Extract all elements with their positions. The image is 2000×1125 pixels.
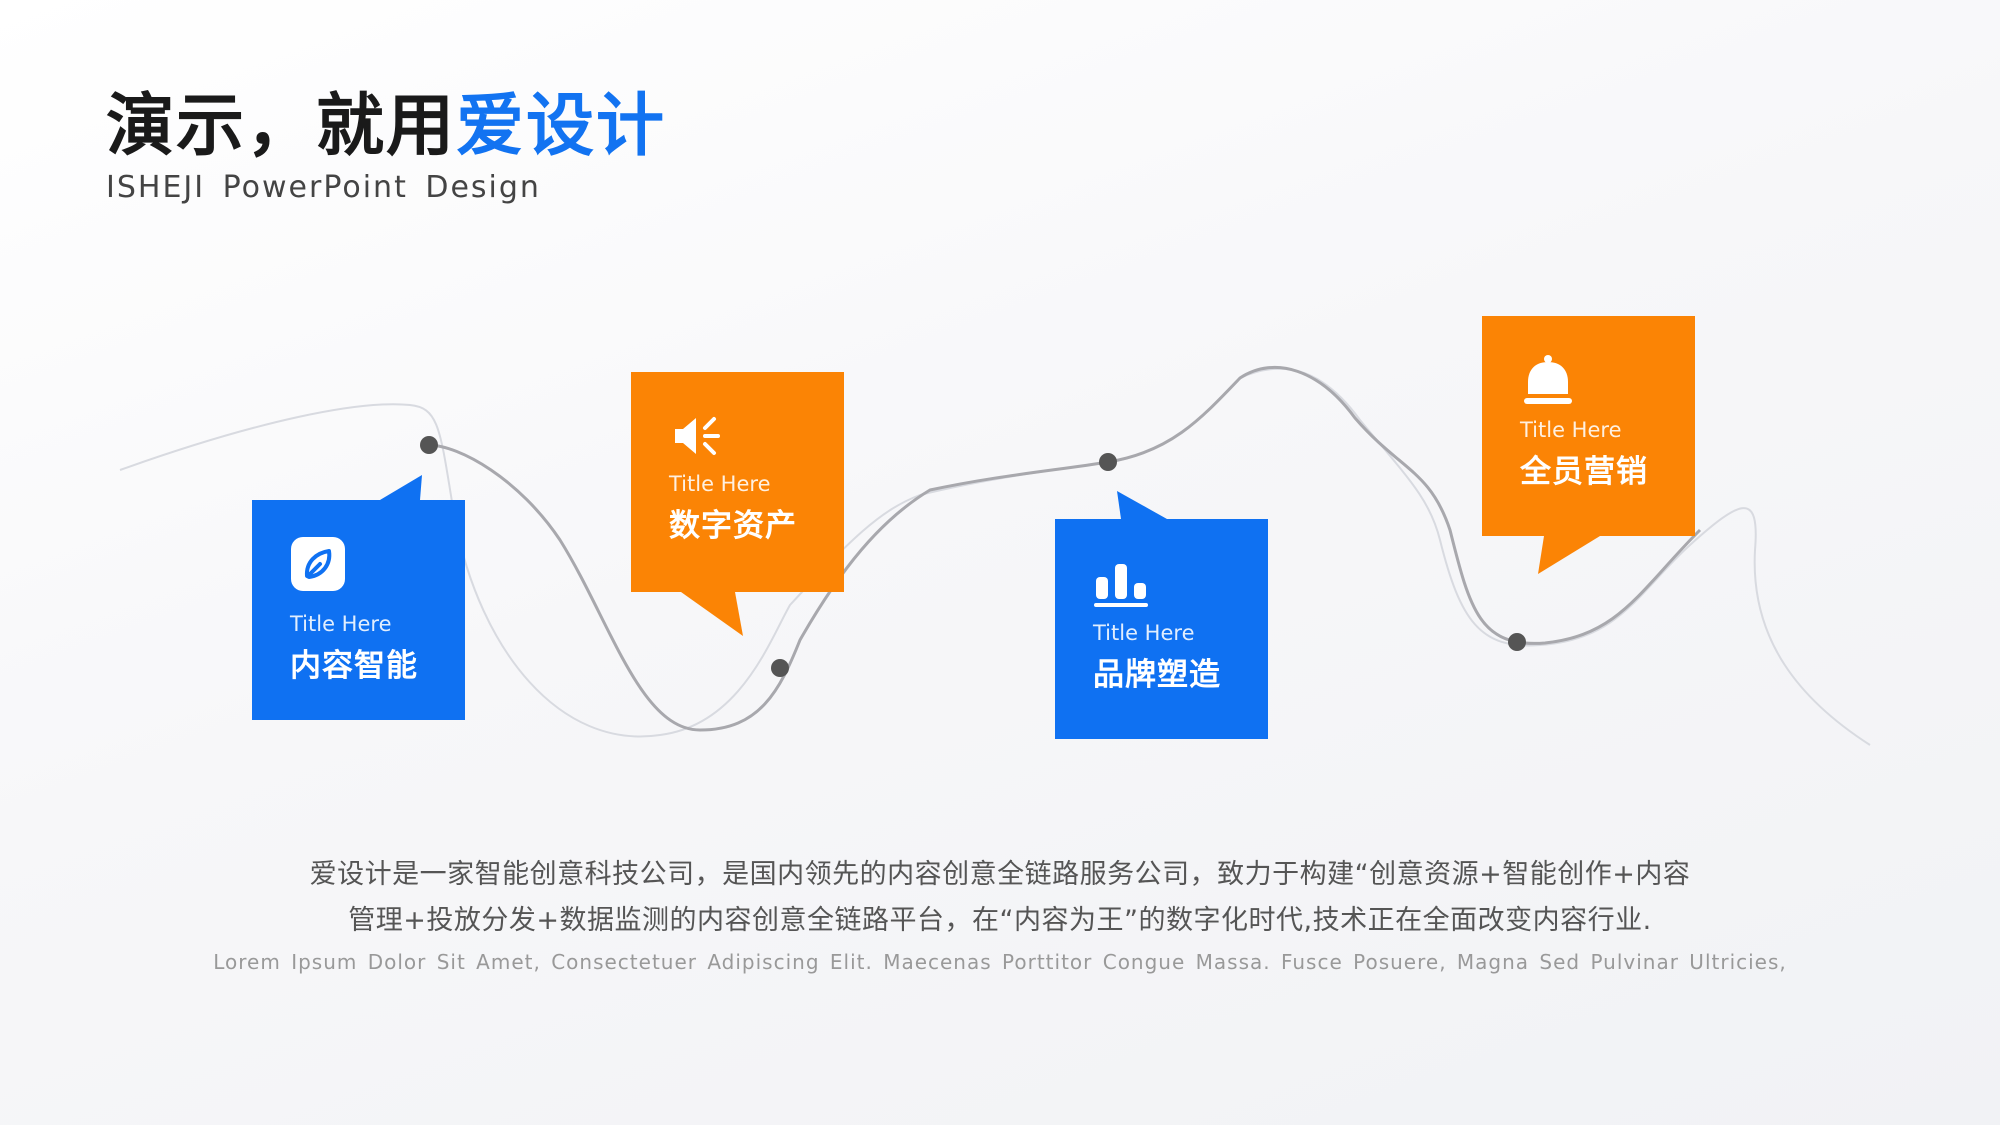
card-tail [681,592,743,636]
bell-icon [1524,355,1572,404]
card-title: Title Here [669,472,771,496]
card-tail [1117,491,1167,519]
page-title: 演示，就用爱设计 [106,87,667,166]
description-line-1: 爱设计是一家智能创意科技公司，是国内领先的内容创意全链路服务公司，致力于构建“创… [309,859,1691,890]
card-title: Title Here [290,612,392,636]
leaf-icon [291,537,345,591]
card-tail [380,475,422,500]
card-label: 内容智能 [290,648,418,684]
title-accent: 爱设计 [456,87,667,166]
card-content-intelligence: Title Here 内容智能 [252,475,465,720]
page-subtitle: ISHEJI PowerPoint Design [106,170,541,205]
main-curve [427,365,1702,732]
timeline-dot [1099,453,1117,471]
card-tail [1538,536,1600,574]
timeline-dot [1508,633,1526,651]
card-label: 数字资产 [669,508,797,544]
description-line-2: 管理+投放分发+数据监测的内容创意全链路平台，在“内容为王”的数字化时代,技术正… [348,905,1652,936]
speaker-icon [675,417,720,455]
bar-chart-icon [1094,564,1148,607]
timeline-dot [771,659,789,677]
card-label: 品牌塑造 [1093,657,1221,693]
card-all-staff-marketing: Title Here 全员营销 [1482,316,1695,574]
card-title: Title Here [1093,621,1195,645]
timeline-dot [420,436,438,454]
card-label: 全员营销 [1520,454,1648,490]
card-title: Title Here [1520,418,1622,442]
card-brand-building: Title Here 品牌塑造 [1055,491,1268,739]
card-digital-assets: Title Here 数字资产 [631,372,844,636]
description-english: Lorem Ipsum Dolor Sit Amet, Consectetuer… [213,950,1787,974]
title-main: 演示，就用 [106,87,457,166]
